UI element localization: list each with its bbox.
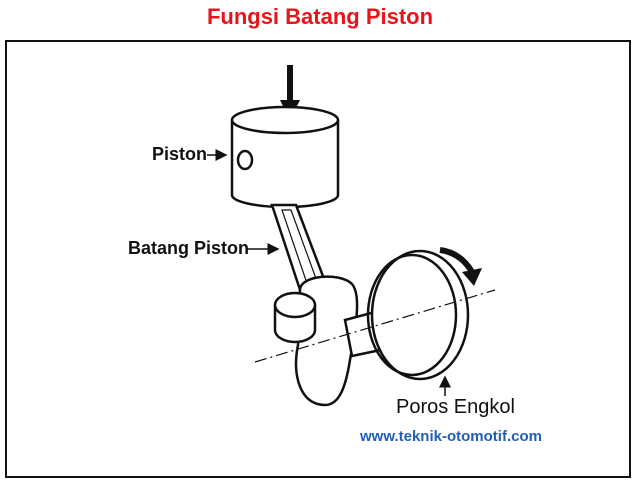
page-title: Fungsi Batang Piston [206,4,434,29]
label-poros-engkol: Poros Engkol [396,396,515,418]
crank-pin [273,291,317,344]
rotation-arrow [439,247,482,286]
piston-pin-hole [236,149,254,171]
label-pointers [207,149,451,396]
flywheel [366,249,470,381]
label-batang-piston: Batang Piston [128,238,250,258]
center-line [254,289,496,363]
diagram-frame [5,40,631,478]
label-piston: Piston [152,144,208,164]
piston [230,105,340,209]
website-link[interactable]: www.teknik-otomotif.com [360,428,542,445]
